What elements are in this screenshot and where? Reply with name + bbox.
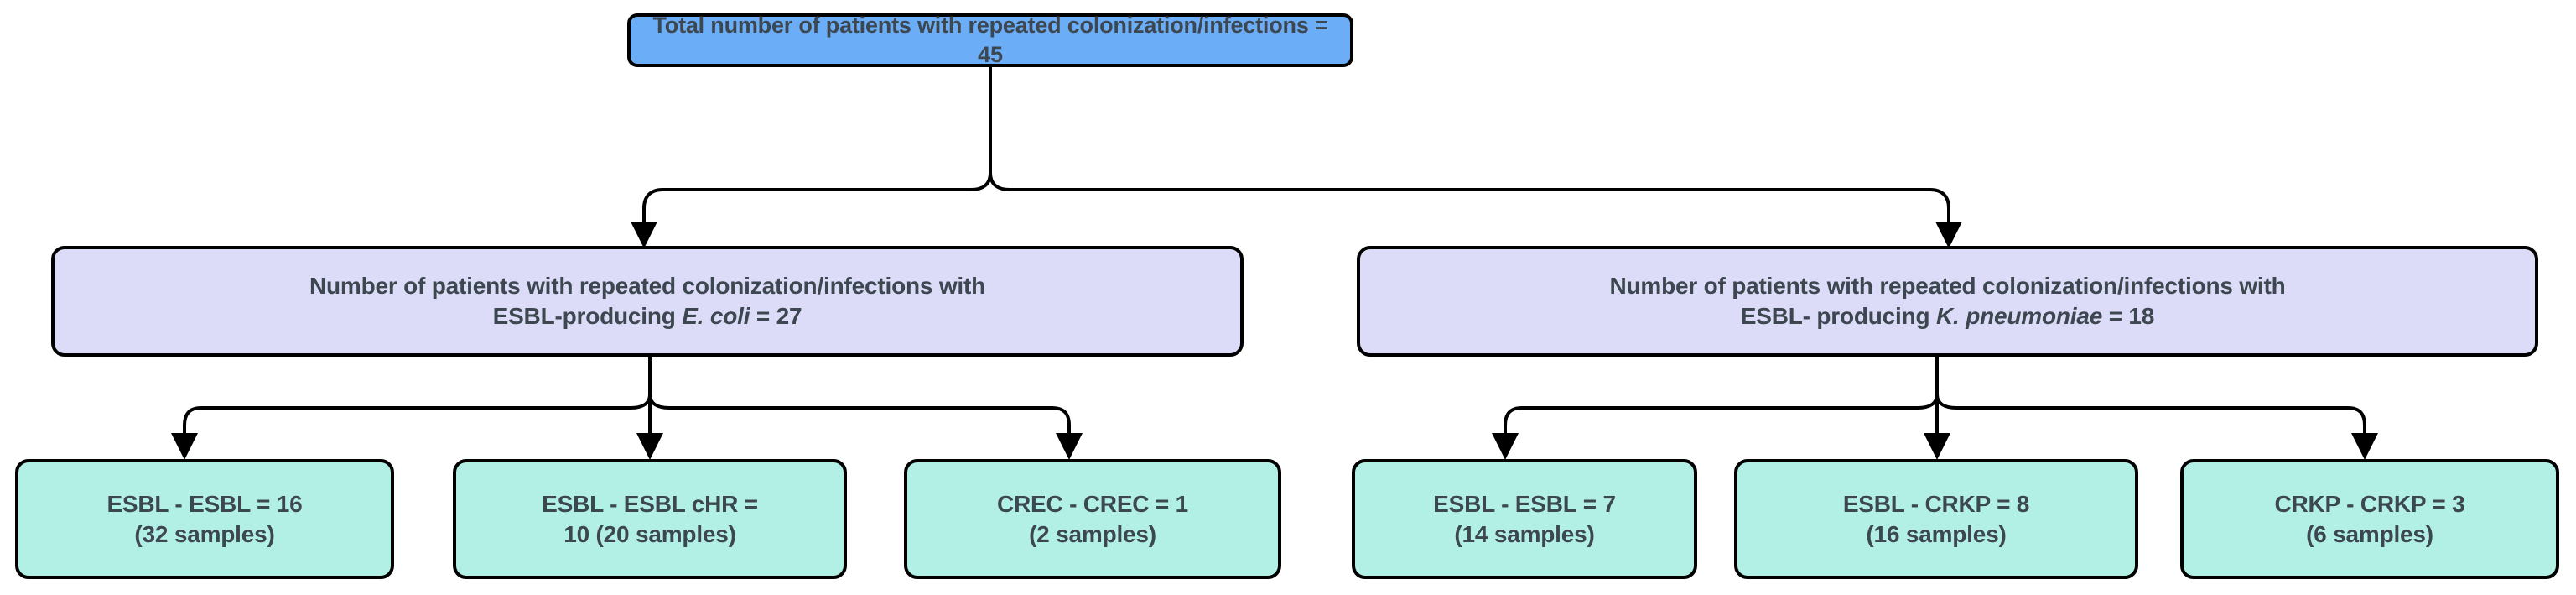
node-leaf-esbl-esbl-chr-10-line2: 10 (20 samples) — [564, 520, 736, 547]
arrowhead-leaf2 — [636, 433, 663, 460]
node-kpneumoniae-line1: Number of patients with repeated coloniz… — [1609, 273, 2286, 300]
arrowhead-leaf4 — [1492, 433, 1519, 460]
node-leaf-crkp-crkp-3-line1: CRKP - CRKP = 3 — [2274, 490, 2465, 517]
node-kpneumoniae-species: K. pneumoniae — [1936, 303, 2103, 329]
arrowhead-leaf5 — [1924, 433, 1950, 460]
node-ecoli-line2-pre: ESBL-producing — [492, 303, 683, 329]
node-leaf-esbl-crkp-8[interactable]: ESBL - CRKP = 8 (16 samples) — [1734, 459, 2138, 579]
arrowhead-kpneumo — [1935, 222, 1962, 248]
link-ecoli-to-leaf3 — [648, 394, 1071, 436]
arrowhead-leaf1 — [171, 433, 198, 460]
node-ecoli-line2-post: = 27 — [750, 303, 802, 329]
node-leaf-esbl-esbl-16-line1: ESBL - ESBL = 16 — [106, 490, 303, 517]
arrowhead-leaf3 — [1056, 433, 1083, 460]
node-leaf-esbl-esbl-chr-10[interactable]: ESBL - ESBL cHR = 10 (20 samples) — [453, 459, 847, 579]
link-root-to-kpneumo — [989, 172, 1950, 225]
node-total-patients-label: Total number of patients with repeated c… — [652, 13, 1328, 67]
node-leaf-esbl-esbl-7[interactable]: ESBL - ESBL = 7 (14 samples) — [1352, 459, 1697, 579]
node-ecoli-text: Number of patients with repeated coloniz… — [63, 271, 1232, 331]
node-leaf-esbl-crkp-8-line2: (16 samples) — [1866, 520, 2007, 547]
node-total-patients[interactable]: Total number of patients with repeated c… — [627, 13, 1353, 67]
node-leaf-crec-crec-1-line1: CREC - CREC = 1 — [996, 490, 1189, 517]
arrowhead-leaf6 — [2351, 433, 2378, 460]
node-leaf-esbl-crkp-8-line1: ESBL - CRKP = 8 — [1842, 490, 2030, 517]
node-ecoli-species: E. coli — [682, 303, 750, 329]
node-leaf-crkp-crkp-3[interactable]: CRKP - CRKP = 3 (6 samples) — [2180, 459, 2559, 579]
link-kpneumo-to-leaf4 — [1504, 394, 1939, 436]
node-leaf-crkp-crkp-3-line2: (6 samples) — [2306, 520, 2433, 547]
node-leaf-crec-crec-1[interactable]: CREC - CREC = 1 (2 samples) — [904, 459, 1281, 579]
link-root-to-ecoli — [642, 172, 992, 225]
node-leaf-esbl-esbl-chr-10-line1: ESBL - ESBL cHR = — [542, 490, 758, 517]
node-ecoli[interactable]: Number of patients with repeated coloniz… — [51, 246, 1244, 357]
node-kpneumoniae-line2-pre: ESBL- producing — [1740, 303, 1937, 329]
link-kpneumo-to-leaf6 — [1935, 394, 2366, 436]
node-leaf-esbl-esbl-16-line2: (32 samples) — [134, 520, 275, 547]
node-leaf-esbl-esbl-7-line2: (14 samples) — [1454, 520, 1595, 547]
node-leaf-esbl-esbl-7-line1: ESBL - ESBL = 7 — [1433, 490, 1616, 517]
node-leaf-crec-crec-1-line2: (2 samples) — [1029, 520, 1156, 547]
arrowhead-ecoli — [631, 222, 657, 248]
node-kpneumoniae-text: Number of patients with repeated coloniz… — [1368, 271, 2527, 331]
node-kpneumoniae-line2-post: = 18 — [2102, 303, 2155, 329]
node-leaf-esbl-esbl-16[interactable]: ESBL - ESBL = 16 (32 samples) — [15, 459, 394, 579]
node-ecoli-line1: Number of patients with repeated coloniz… — [309, 273, 986, 300]
node-kpneumoniae[interactable]: Number of patients with repeated coloniz… — [1357, 246, 2538, 357]
link-ecoli-to-leaf1 — [183, 394, 652, 436]
